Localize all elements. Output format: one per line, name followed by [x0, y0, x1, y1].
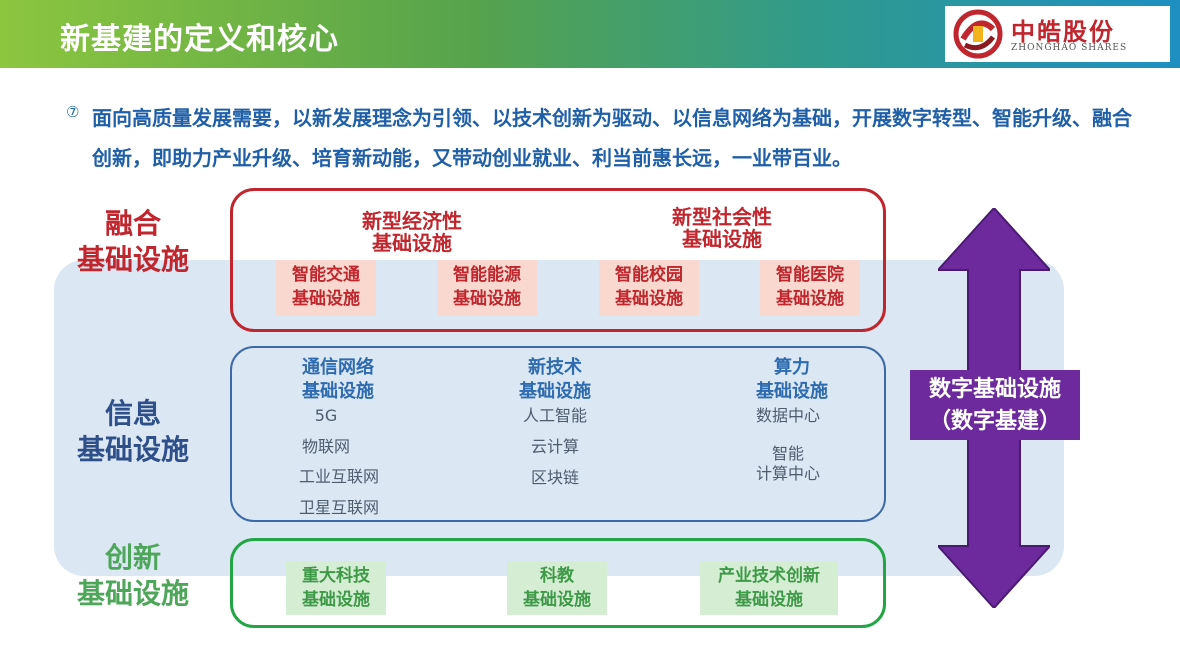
page-title: 新基建的定义和核心 [60, 22, 339, 57]
company-logo: 中皓股份 ZHONGHAO SHARES [945, 6, 1170, 62]
chip-smart-hospital: 智能医院 基础设施 [760, 260, 860, 316]
chip-major-science: 重大科技 基础设施 [286, 561, 386, 615]
innovation-infrastructure-box [230, 538, 886, 628]
category-info: 信息 基础设施 [76, 397, 189, 466]
logo-text-en: ZHONGHAO SHARES [1011, 43, 1128, 53]
info-infrastructure-box [230, 346, 886, 522]
intro-paragraph: 面向高质量发展需要，以新发展理念为引领、以技术创新为驱动、以信息网络为基础，开展… [92, 106, 1132, 170]
background-band [54, 260, 1064, 576]
fusion-infrastructure-box [230, 188, 886, 332]
logo-emblem-icon [953, 9, 1003, 59]
category-innovation: 创新 基础设施 [76, 541, 189, 610]
info-item-cloud: 云计算 [530, 437, 579, 456]
chip-smart-campus: 智能校园 基础设施 [599, 260, 699, 316]
info-head-newtech: 新技术 基础设施 [519, 357, 591, 402]
chip-industry-tech-innovation: 产业技术创新 基础设施 [700, 561, 838, 615]
info-head-network: 通信网络 基础设施 [302, 357, 374, 402]
info-item-industrial-internet: 工业互联网 [298, 467, 379, 486]
info-item-smart-compute: 智能 计算中心 [755, 444, 820, 483]
chip-smart-transport: 智能交通 基础设施 [276, 260, 376, 316]
info-item-5g: 5G [314, 406, 338, 425]
digital-infrastructure-label: 数字基础设施 （数字基建） [910, 370, 1080, 440]
info-item-datacenter: 数据中心 [755, 406, 820, 425]
logo-text-cn: 中皓股份 [1011, 18, 1115, 46]
info-item-satellite-internet: 卫星互联网 [298, 498, 379, 517]
title-bar: 新基建的定义和核心 中皓股份 ZHONGHAO SHARES [0, 0, 1180, 68]
chip-science-education: 科教 基础设施 [507, 561, 607, 615]
category-fusion: 融合 基础设施 [76, 207, 189, 276]
info-item-ai: 人工智能 [522, 406, 587, 425]
fusion-group-social: 新型社会性 基础设施 [672, 205, 772, 251]
chip-smart-energy: 智能能源 基础设施 [437, 260, 537, 316]
bullet-icon: ⑦ [66, 103, 80, 121]
fusion-group-economic: 新型经济性 基础设施 [362, 209, 462, 255]
info-item-blockchain: 区块链 [530, 468, 579, 487]
info-item-iot: 物联网 [301, 437, 350, 456]
info-head-compute: 算力 基础设施 [756, 357, 828, 402]
